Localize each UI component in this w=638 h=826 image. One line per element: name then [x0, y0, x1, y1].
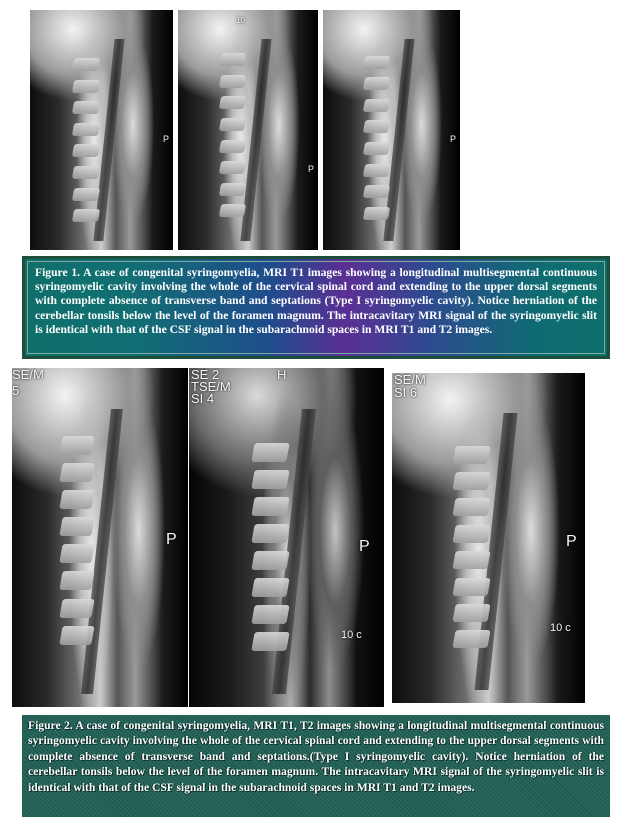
image-overlay-label: P — [308, 164, 315, 174]
figure2-caption-box: Figure 2. A case of congenital syringomy… — [22, 715, 610, 817]
image-overlay-label: SE 2 — [191, 368, 220, 382]
figure2-mri-image-3: SE/M SI 6 P 10 c — [392, 373, 585, 703]
figure1-mri-image-2: 10 P — [178, 10, 318, 250]
image-overlay-label: SI 4 — [191, 391, 215, 406]
figure1-caption-box: Figure 1. A case of congenital syringomy… — [22, 256, 610, 359]
image-overlay-label: SI 6 — [394, 385, 418, 400]
image-overlay-label: H — [277, 368, 287, 382]
image-overlay-label: P — [566, 533, 577, 550]
image-overlay-label: 10 c — [550, 622, 571, 634]
image-overlay-label: SE/M — [12, 368, 44, 382]
image-overlay-label: TSE/M — [191, 379, 231, 394]
image-overlay-label: 5 — [12, 383, 20, 398]
figure1-mri-image-3: P — [323, 10, 460, 250]
image-overlay-label: P — [166, 531, 177, 548]
image-overlay-label: 10 c — [341, 629, 362, 641]
figure2-caption: Figure 2. A case of congenital syringomy… — [28, 719, 604, 794]
image-overlay-label: 10 — [236, 16, 245, 25]
image-overlay-label: P — [163, 134, 170, 144]
figure2-mri-image-1: SE/M 5 P — [12, 368, 188, 707]
figure1-caption: Figure 1. A case of congenital syringomy… — [35, 266, 597, 336]
image-overlay-label: P — [450, 134, 457, 144]
image-overlay-label: SE/M — [394, 373, 426, 387]
image-overlay-label: P — [359, 538, 370, 555]
figure2-mri-image-2: SE 2 TSE/M SI 4 H P 10 c — [189, 368, 384, 707]
figure1-mri-image-1: P — [30, 10, 173, 250]
